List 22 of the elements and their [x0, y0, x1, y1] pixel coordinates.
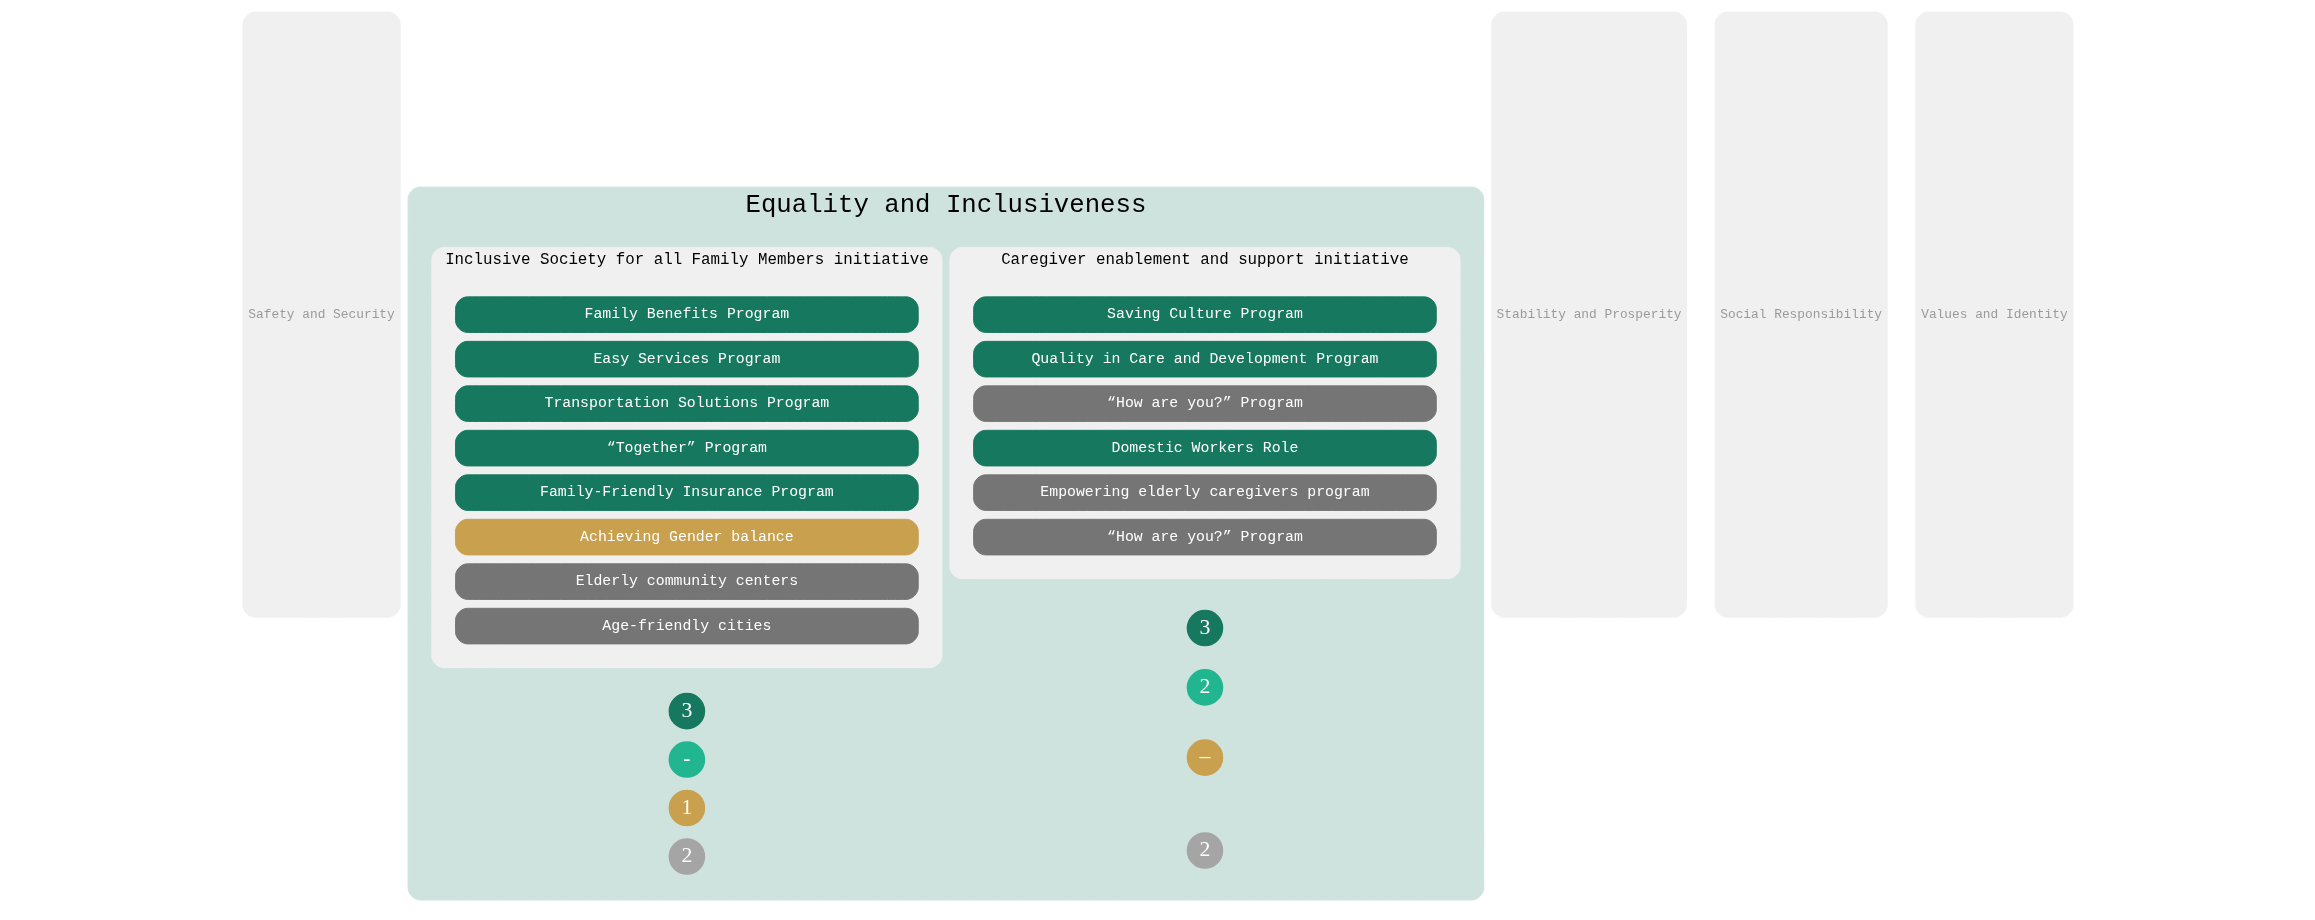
- node-circle: –: [1183, 736, 1226, 779]
- node-box: Easy Services Program: [454, 340, 919, 378]
- node-box: Saving Culture Program: [972, 296, 1437, 333]
- node-circle: 2: [1183, 666, 1226, 709]
- node-box: Transportation Solutions Program: [454, 385, 919, 422]
- node-circle: 2: [665, 835, 708, 878]
- node-circle: 1: [665, 786, 708, 830]
- node-box: Age-friendly cities: [454, 607, 919, 645]
- node-box: “How are you?” Program: [972, 518, 1437, 556]
- node-box: “How are you?” Program: [972, 385, 1437, 422]
- node-box: Domestic Workers Role: [972, 429, 1437, 467]
- node-box: Empowering elderly caregivers program: [972, 474, 1437, 511]
- node-box: “Together” Program: [454, 429, 919, 467]
- node-box: Quality in Care and Development Program: [972, 340, 1437, 378]
- node-circle: 3: [1183, 606, 1226, 650]
- node-circle: -: [665, 738, 708, 781]
- node-box: Family Benefits Program: [454, 296, 919, 333]
- node-box: Achieving Gender balance: [454, 518, 919, 556]
- node-circle: 3: [665, 689, 708, 733]
- node-circle: 2: [1183, 829, 1226, 872]
- node-box: Family-Friendly Insurance Program: [454, 474, 919, 511]
- node-box: Elderly community centers: [454, 563, 919, 600]
